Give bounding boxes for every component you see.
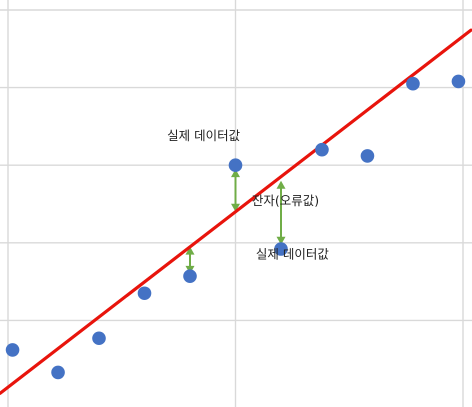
- data-point-4: [183, 269, 197, 283]
- residual-arrowhead-top-1: [231, 169, 240, 178]
- annotation-label-0: 실제 데이터값: [167, 128, 240, 143]
- data-point-5: [228, 158, 243, 172]
- residual-arrowhead-top-0: [185, 246, 195, 255]
- residual-arrowhead-top-2: [276, 180, 286, 189]
- data-point-8: [360, 149, 375, 163]
- data-point-9: [406, 76, 420, 91]
- trendline: [0, 28, 472, 395]
- data-point-0: [5, 343, 20, 357]
- data-point-10: [451, 74, 466, 89]
- residual-arrowhead-bottom-2: [276, 236, 286, 245]
- data-point-6: [274, 242, 288, 256]
- data-point-7: [315, 142, 329, 157]
- residual-arrowhead-bottom-1: [231, 203, 240, 212]
- annotation-label-2: 실제 데이터값: [256, 246, 329, 261]
- trendline-path: [0, 28, 472, 395]
- data-point-1: [51, 365, 65, 380]
- data-points: [5, 74, 466, 380]
- data-point-2: [92, 331, 106, 346]
- annotation-label-1: 잔자(오류값): [252, 193, 319, 208]
- data-point-3: [137, 286, 152, 301]
